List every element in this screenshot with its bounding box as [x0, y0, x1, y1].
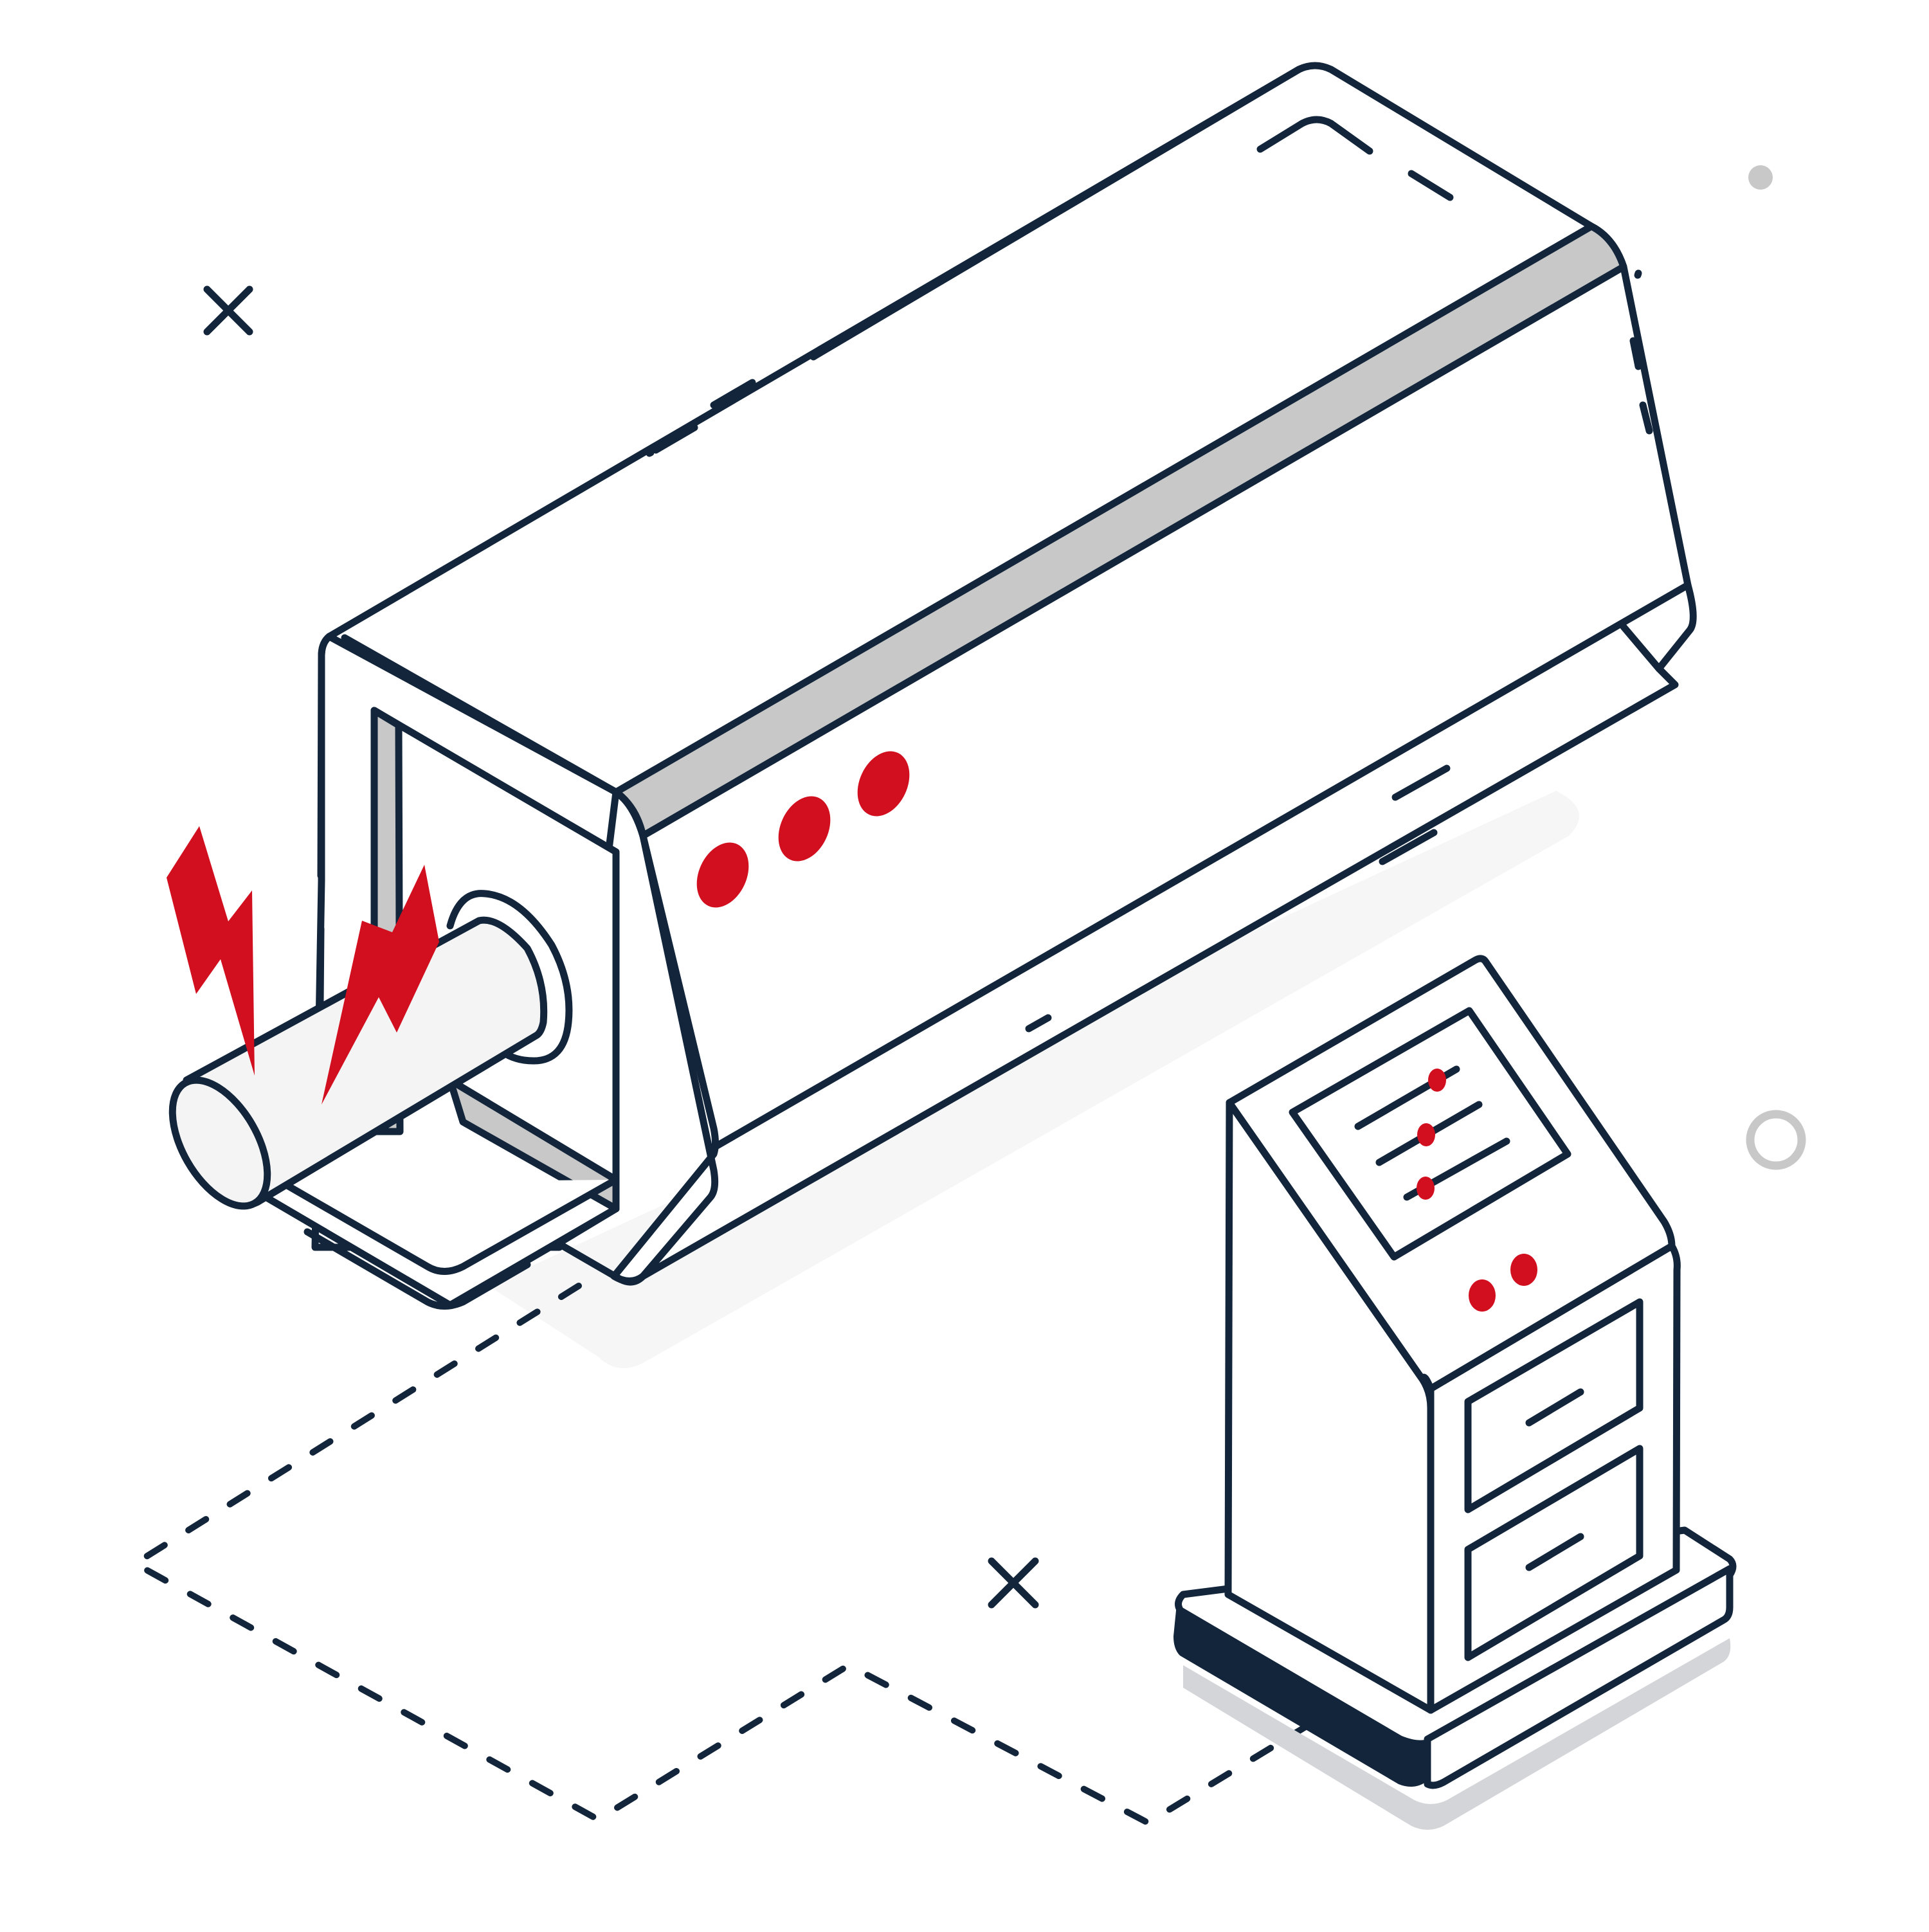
metal-detector — [260, 62, 1697, 1310]
indicator-light-3 — [857, 751, 910, 817]
console-button-1[interactable] — [1469, 1279, 1496, 1312]
gray-ring-icon — [1746, 1110, 1806, 1170]
console-button-2[interactable] — [1510, 1254, 1537, 1286]
indicator-light-1 — [696, 842, 749, 908]
slider-2[interactable] — [1375, 1101, 1483, 1166]
spark-icon-1 — [167, 826, 255, 1076]
dashed-connector-path — [129, 1283, 1315, 1827]
control-console — [1173, 955, 1737, 1830]
slider-3[interactable] — [1403, 1137, 1510, 1201]
detector-bottom-edge — [710, 581, 1692, 1151]
detector-base-plate — [279, 1176, 620, 1275]
pipe-end — [168, 1076, 271, 1210]
drawer-2-handle[interactable] — [1525, 1533, 1584, 1571]
detector-floor-shadow — [489, 791, 1579, 1368]
indicator-light-2 — [778, 796, 831, 862]
console-shadow — [1183, 1638, 1731, 1830]
cross-mark-bottom-icon — [988, 1557, 1039, 1609]
slider-1[interactable] — [1354, 1065, 1460, 1130]
drawer-1-handle[interactable] — [1525, 1388, 1584, 1427]
cross-mark-top-left-icon — [203, 285, 253, 336]
pipe — [168, 890, 573, 1210]
spark-icon-2 — [322, 865, 439, 1105]
gray-dot-icon — [1748, 165, 1773, 190]
